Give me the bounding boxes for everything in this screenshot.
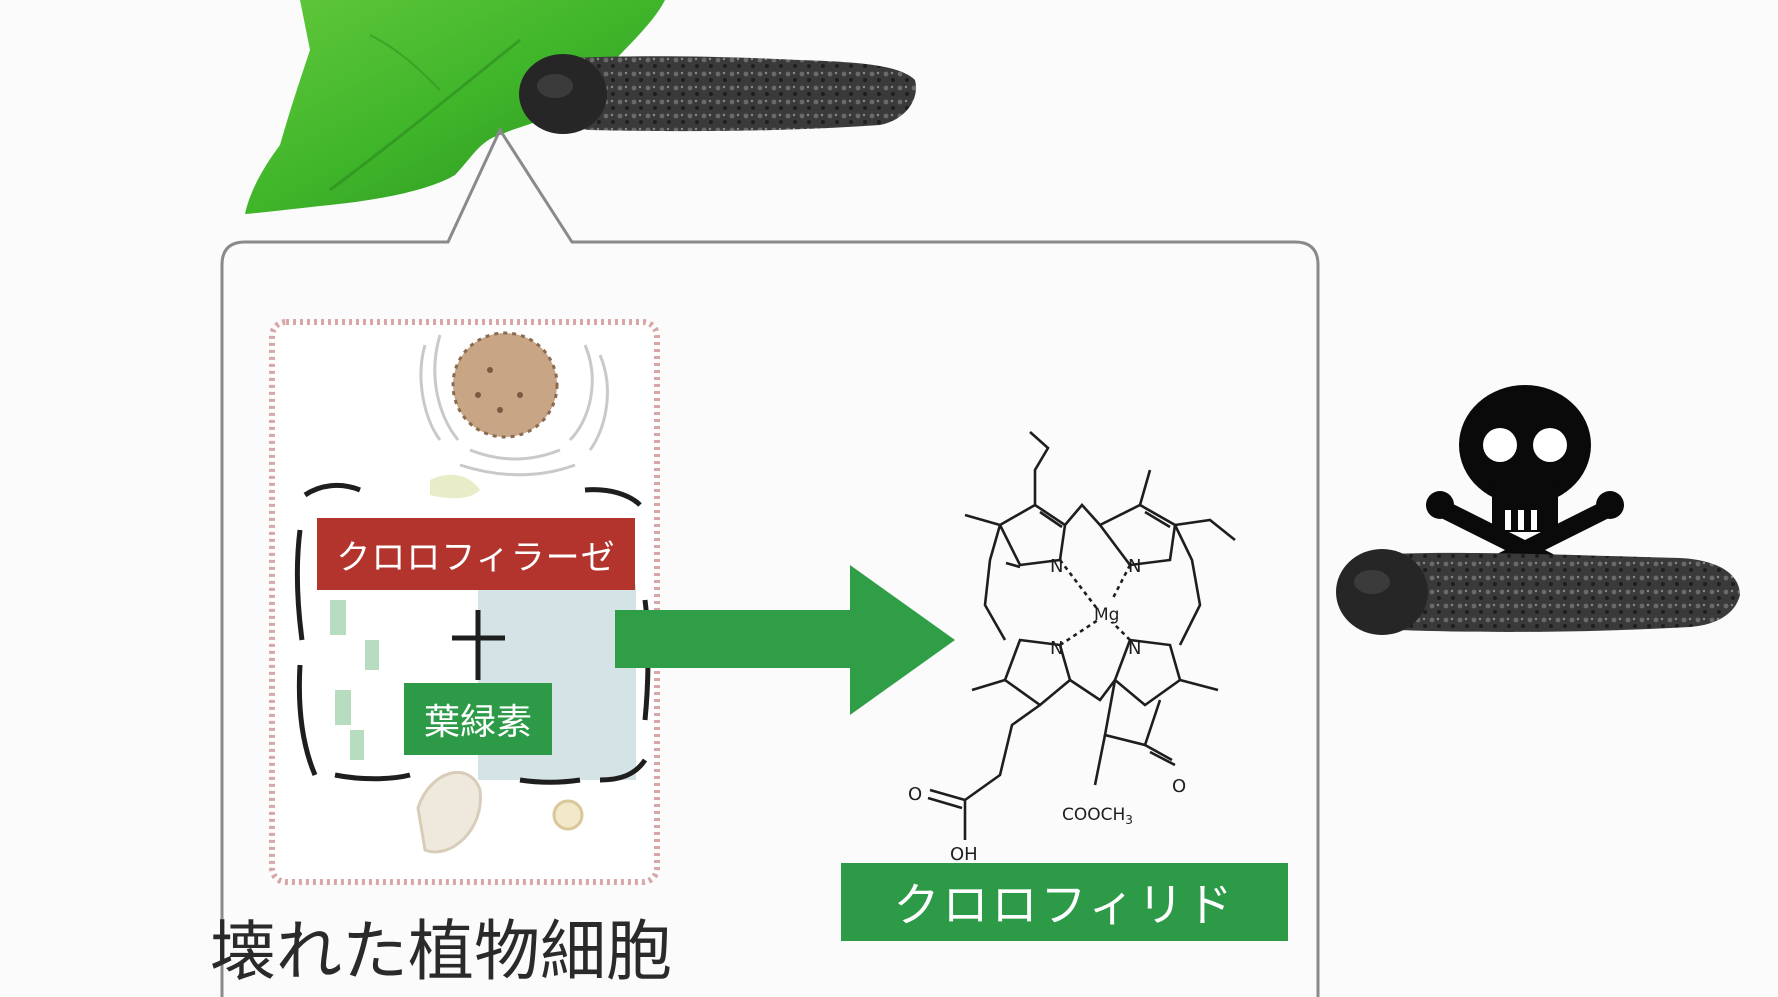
enzyme-label: クロロフィラーゼ (336, 537, 616, 578)
atom-ester-text: COOCH (1062, 805, 1125, 825)
atom-ester: COOCH3 (1062, 805, 1133, 827)
chlorophyllide-label-box (841, 863, 1288, 941)
atom-mg: Mg (1094, 605, 1119, 625)
atom-keto-o: O (1172, 776, 1186, 797)
chlorophyllide-structure (927, 431, 1236, 840)
chlorophyll-label-box (404, 683, 552, 755)
arrow-right-icon (615, 565, 955, 715)
broken-plant-cell-caption: 壊れた植物細胞 (210, 913, 672, 990)
atom-acid-o: O (908, 784, 922, 805)
atom-n2: N (1128, 556, 1141, 577)
leaf-icon (245, 0, 665, 214)
enzyme-label-box (317, 518, 635, 590)
caterpillar-icon (519, 54, 916, 134)
atom-n4: N (1128, 638, 1141, 659)
chlorophyll-label: 葉緑素 (423, 702, 532, 743)
chlorophyllide-label: クロロフィリド (893, 878, 1236, 932)
callout-border (220, 126, 1320, 997)
atom-n1: N (1050, 556, 1063, 577)
atom-ester-subscript: 3 (1125, 813, 1133, 827)
atom-n3: N (1050, 638, 1063, 659)
molecule-atom-labels: N N N N Mg O OH O COOCH3 (908, 556, 1186, 865)
caterpillar-icon (1336, 549, 1740, 635)
plant-cell-icon (269, 319, 660, 885)
atom-acid-oh: OH (950, 844, 978, 865)
